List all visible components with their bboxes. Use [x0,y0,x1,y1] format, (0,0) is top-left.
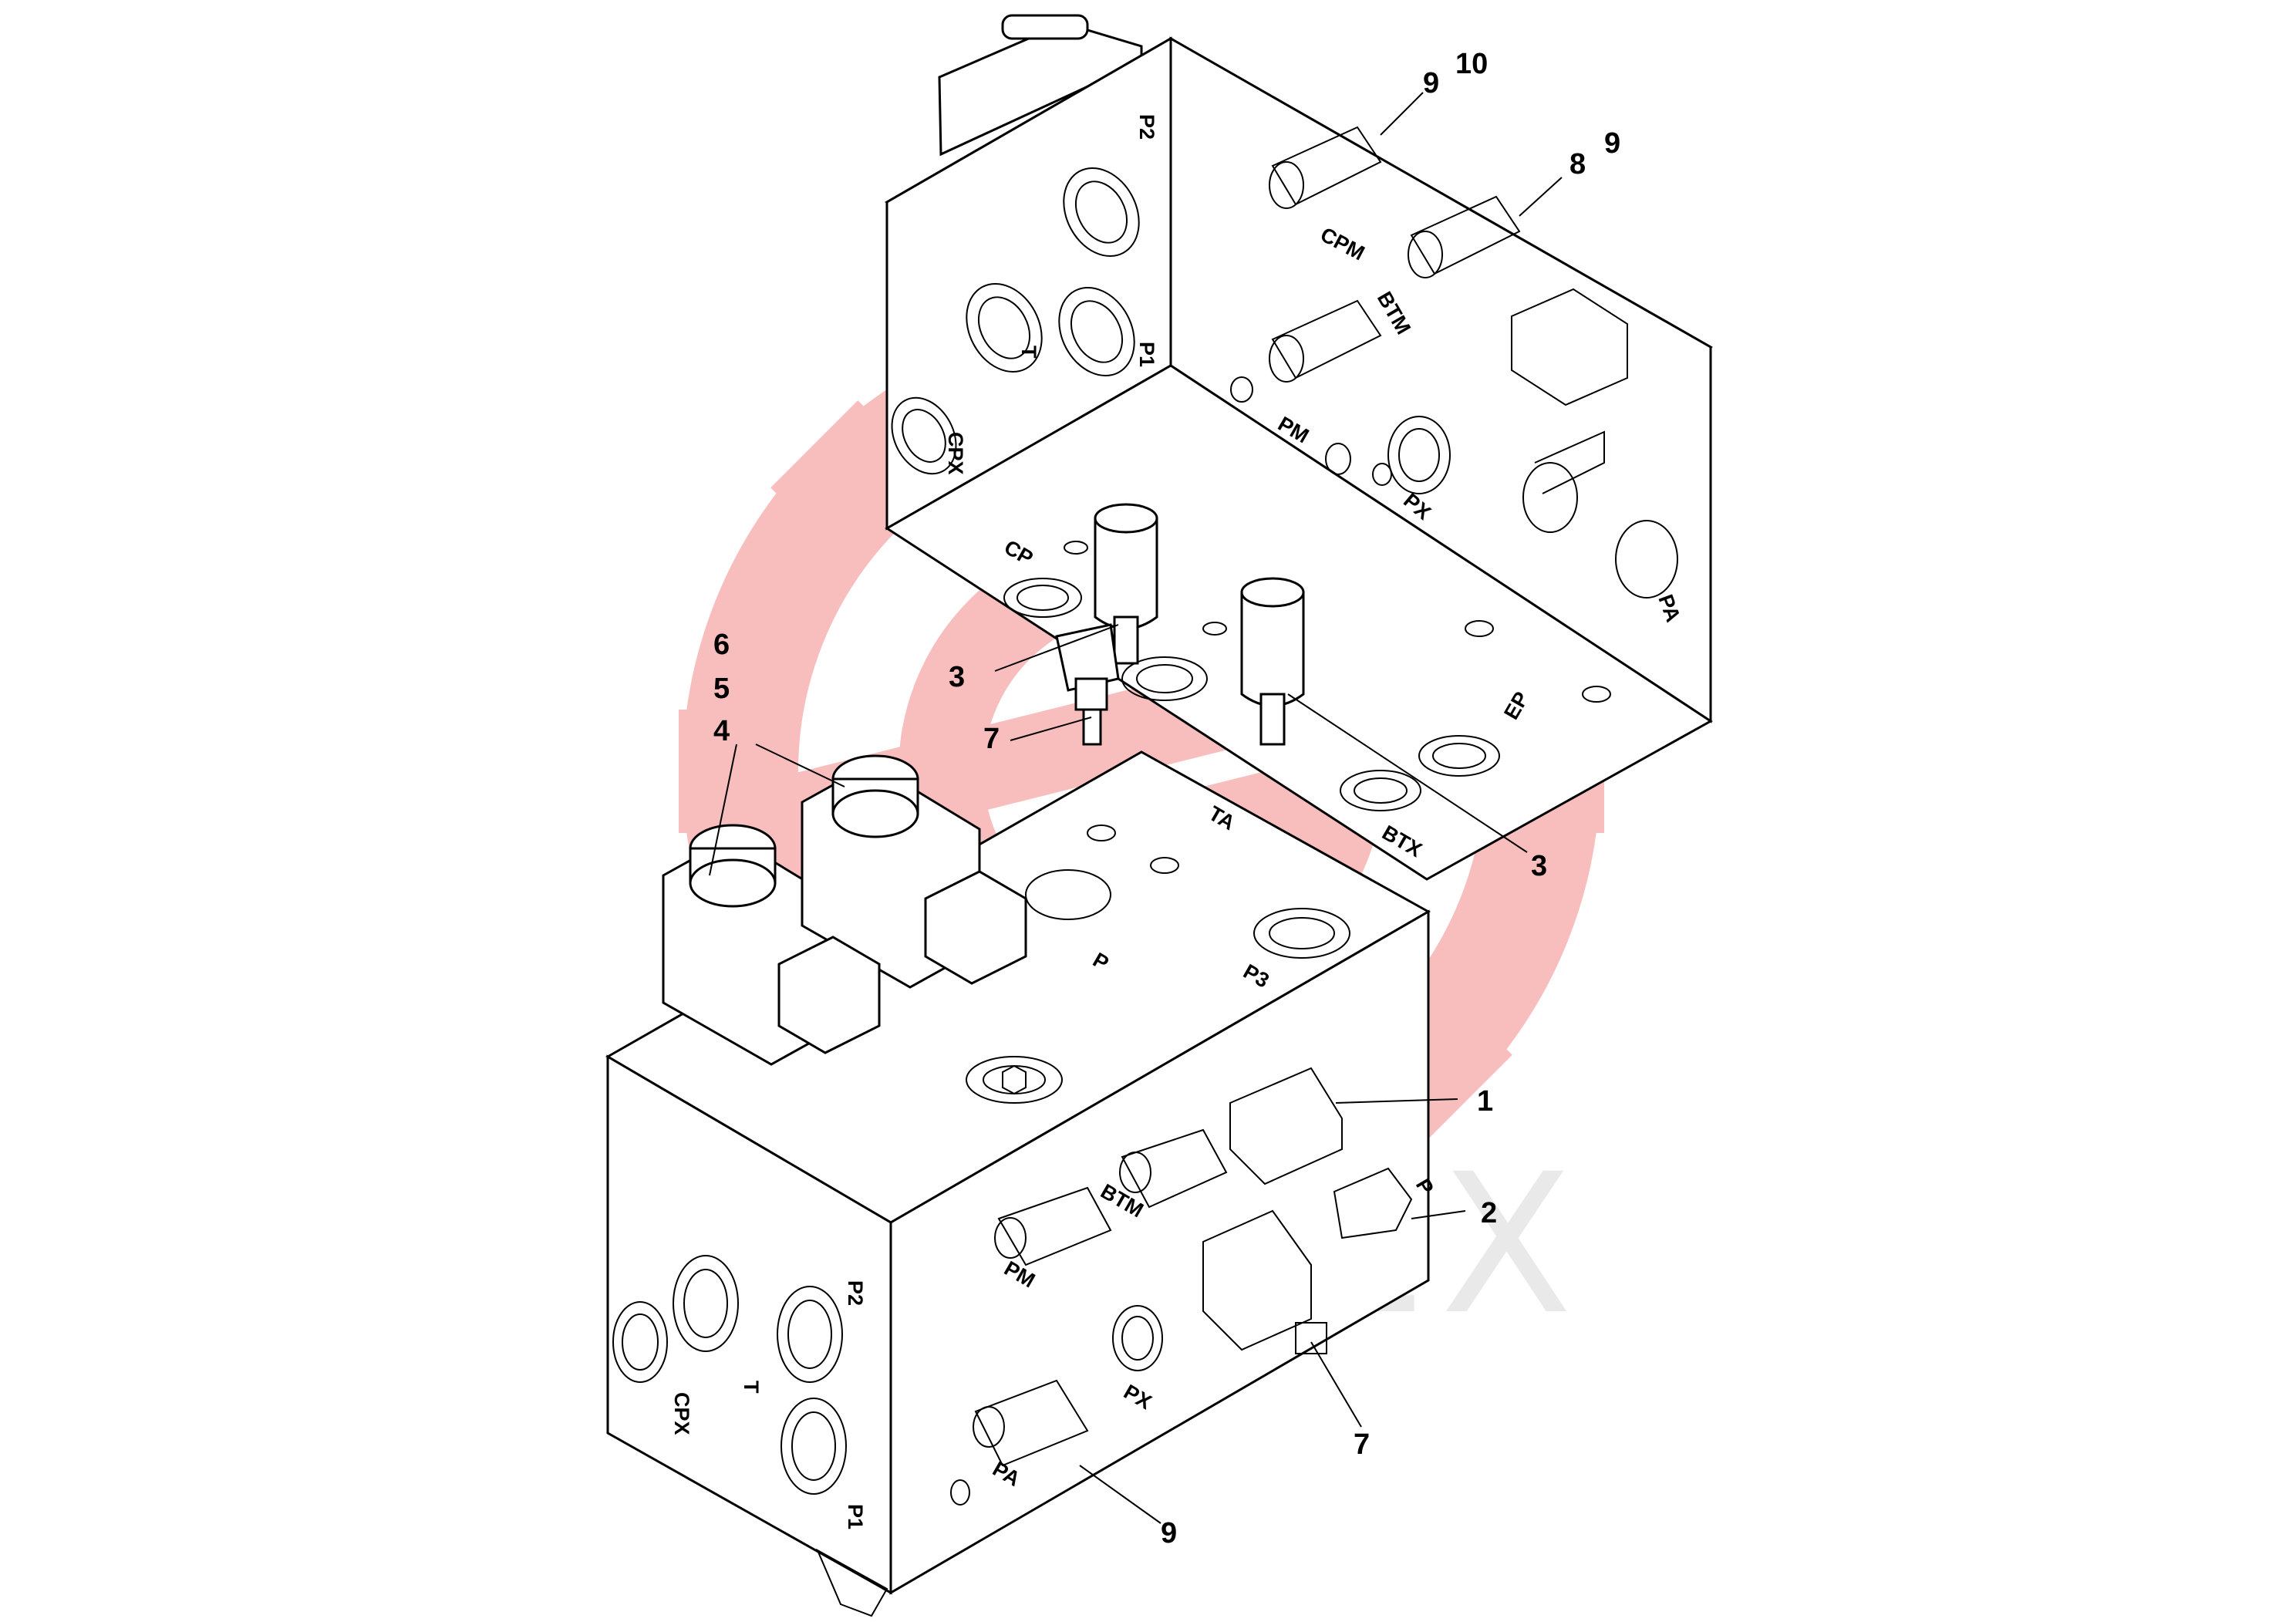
callout-4: 4 [713,715,730,747]
callout-9a: 9 [1423,67,1439,99]
callout-6: 6 [713,629,730,661]
callout-1: 1 [1477,1085,1493,1118]
callout-9c: 9 [1161,1517,1177,1549]
callout-7a: 7 [983,723,1000,755]
port-label-p2: P2 [1135,114,1158,140]
callout-2: 2 [1481,1197,1497,1229]
callout-5: 5 [713,673,730,705]
port-label-p1: P1 [1135,342,1158,367]
upper-valve-block [884,14,1714,881]
port-label-lower-p1: P1 [844,1504,867,1529]
lower-valve-block [605,750,1431,1617]
callout-3b: 3 [1531,850,1547,882]
callouts: 1 2 3 3 4 5 6 7 7 8 9 9 9 10 [713,48,1620,1549]
callout-3a: 3 [949,661,965,693]
port-label-lower-p2: P2 [844,1280,867,1306]
callout-10: 10 [1455,48,1488,80]
callout-7b: 7 [1354,1428,1370,1461]
port-label-lower-cpx: CPX [670,1392,693,1435]
port-label-cpx: CPX [944,432,967,475]
leader-lines [709,92,1563,1524]
callout-9b: 9 [1604,127,1620,160]
port-label-lower-t: T [740,1381,763,1394]
callout-8: 8 [1569,148,1586,180]
port-label-t: T [1017,346,1040,359]
